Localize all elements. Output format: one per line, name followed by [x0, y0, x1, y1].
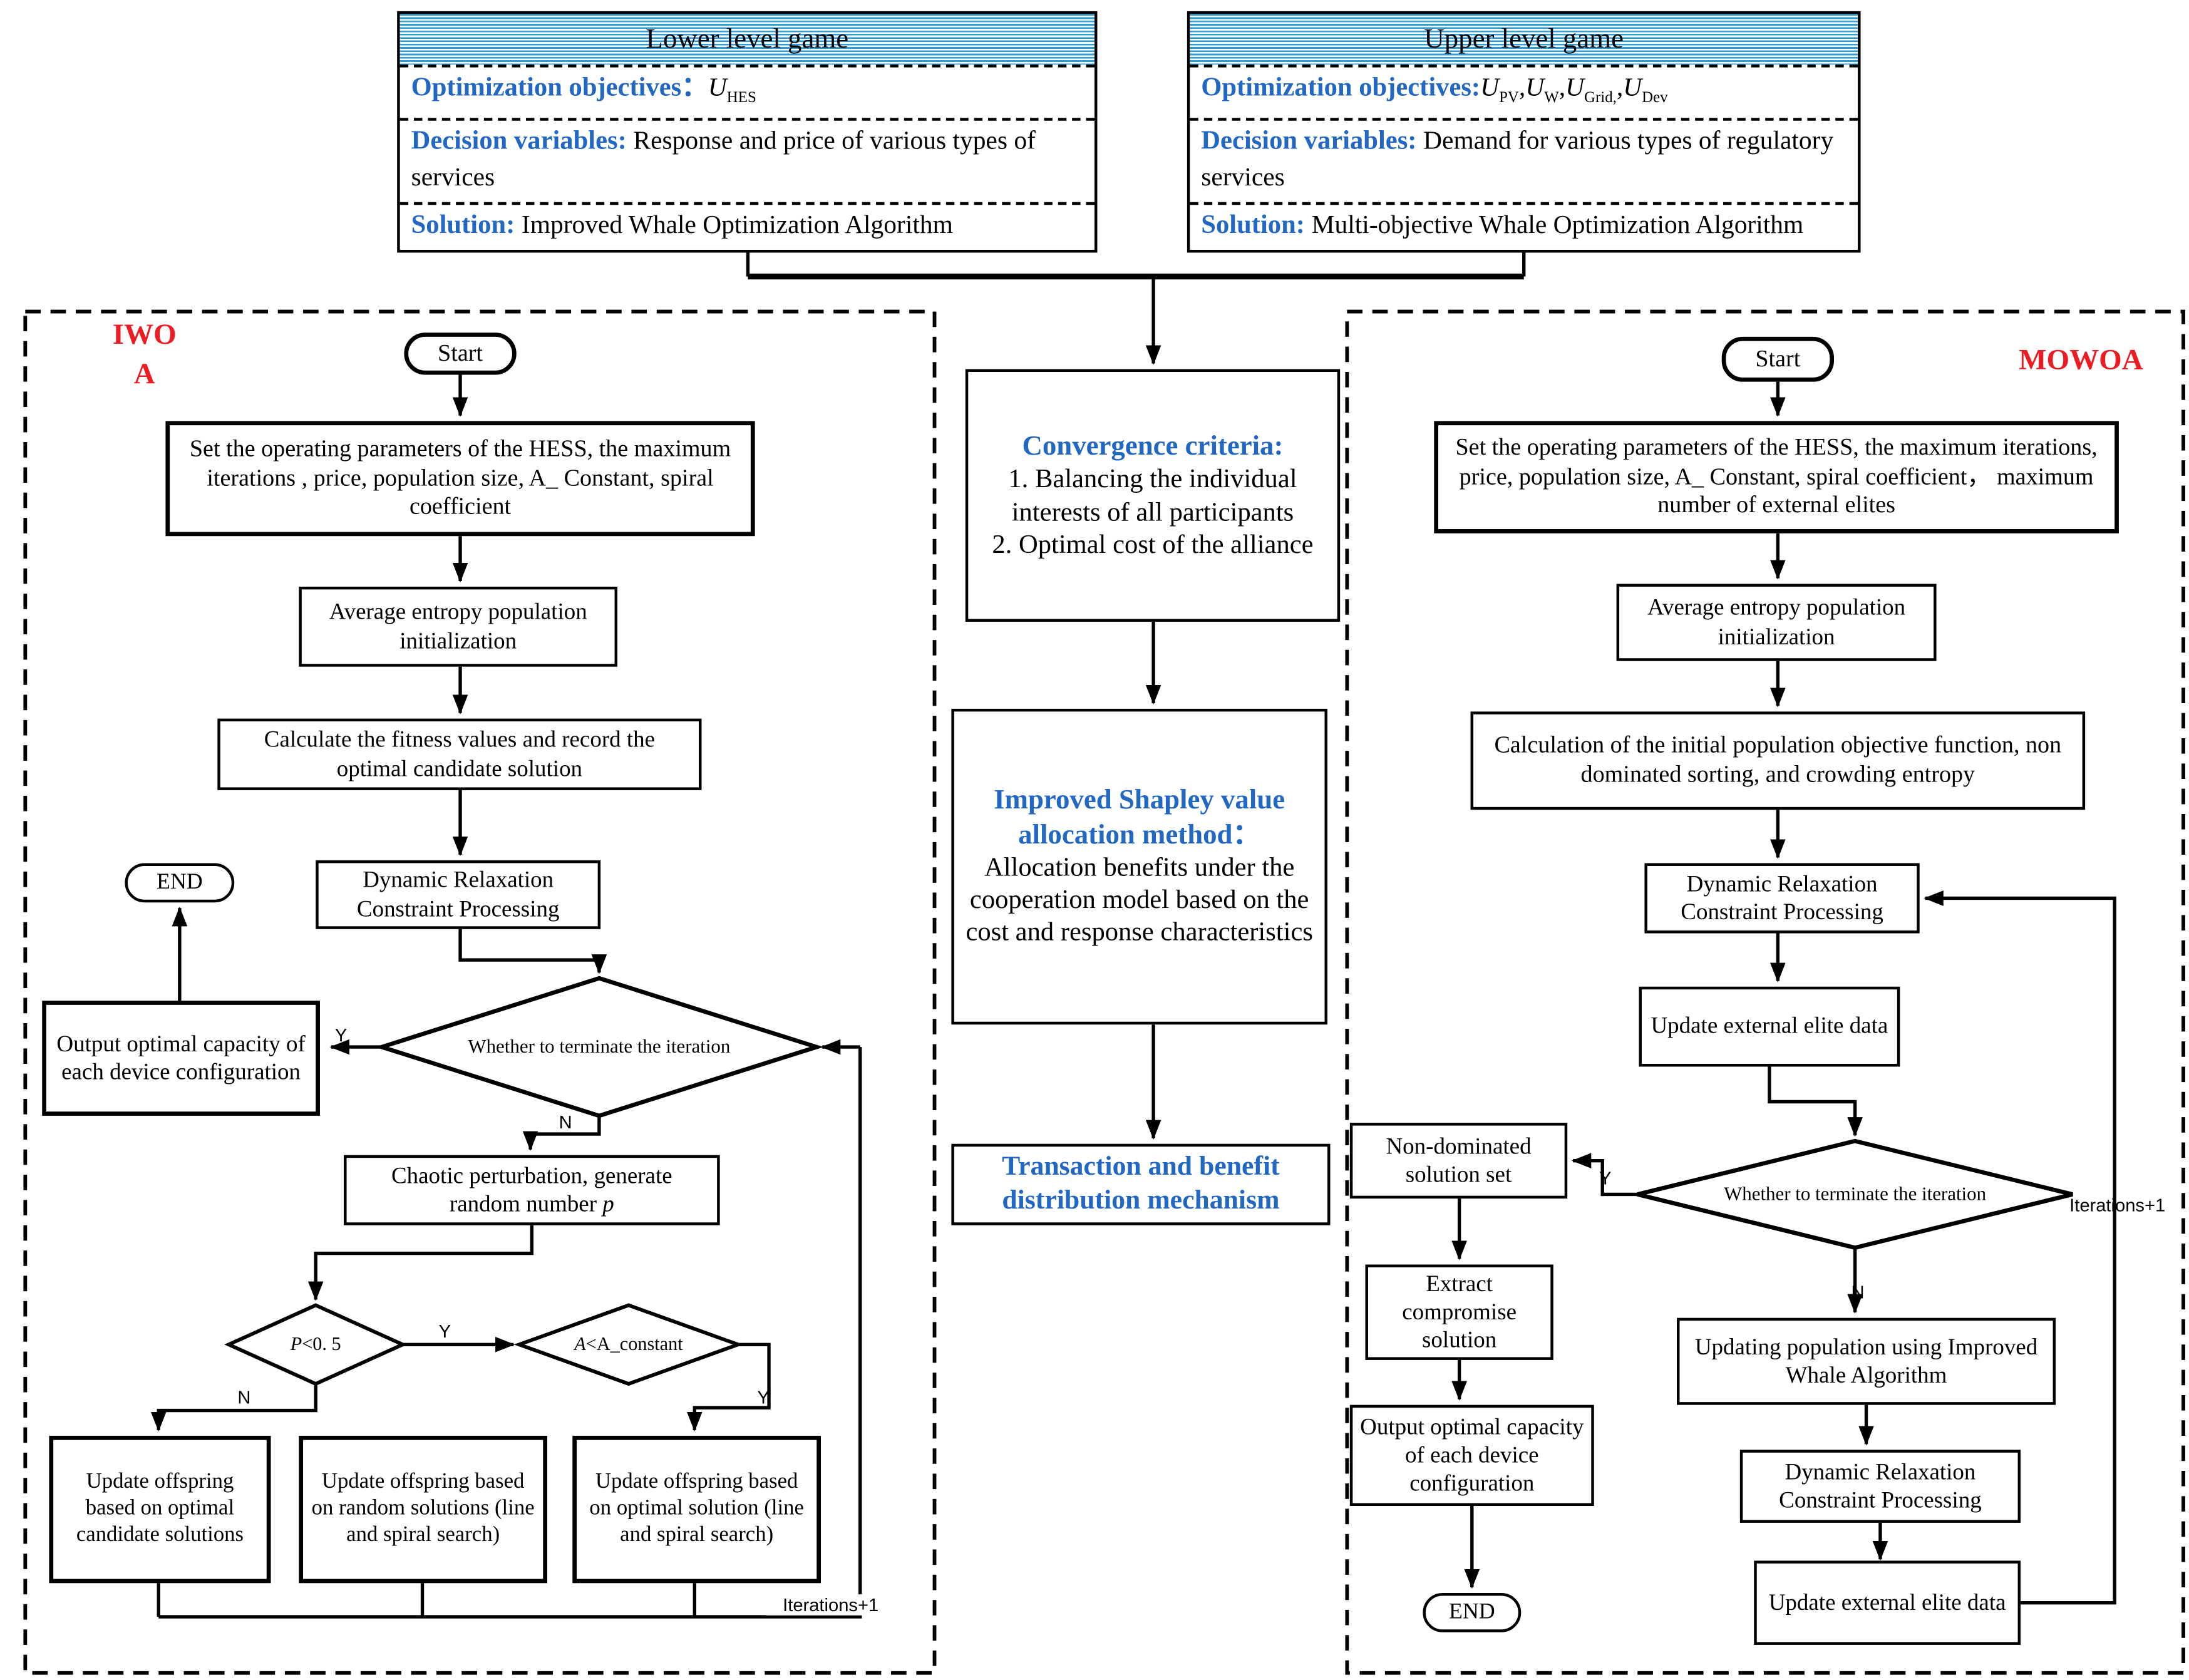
a-rest: <A_constant — [585, 1332, 683, 1354]
mowoa-update-elite-box-1: Update external elite data — [1639, 986, 1900, 1067]
iwoa-start-node: Start — [404, 332, 517, 375]
upper-solution-label: Solution: — [1201, 210, 1312, 240]
mowoa-updating-population-box: Updating population using Improved Whale… — [1676, 1317, 2056, 1405]
u-w-sub: W — [1544, 89, 1559, 106]
lower-solution-label: Solution: — [411, 210, 522, 240]
sep1: , — [1518, 74, 1526, 103]
lower-objectives-row: Optimization objectives：UHES — [399, 64, 1094, 118]
iwoa-yes-label-a: Y — [757, 1386, 770, 1408]
mowoa-terminate-label: Whether to terminate the iteration — [1724, 1183, 1987, 1205]
upper-decision-row: Decision variables: Demand for various t… — [1190, 118, 1858, 202]
chaotic-var-p: p — [602, 1190, 614, 1217]
iwoa-p-diamond-label: P<0. 5 — [235, 1325, 395, 1364]
iwoa-update-offspring-random-box: Update offspring based on random solutio… — [299, 1435, 547, 1584]
shapley-title: Improved Shapley value allocation method… — [994, 785, 1285, 850]
mowoa-non-dominated-set-box: Non-dominated solution set — [1349, 1123, 1568, 1199]
iwoa-p-diamond — [224, 1303, 408, 1386]
mowoa-extract-compromise-box: Extract compromise solution — [1365, 1264, 1553, 1360]
lower-game-header: Lower level game — [399, 14, 1094, 65]
iwoa-a-diamond — [513, 1303, 744, 1386]
upper-solution-text: Multi-objective Whale Optimization Algor… — [1311, 212, 1804, 240]
mowoa-terminate-diamond — [1637, 1138, 2073, 1250]
iwoa-label-line2: A — [133, 357, 155, 391]
iwoa-label-line1: IWO — [112, 317, 177, 351]
iwoa-update-offspring-optimal-box: Update offspring based on optimal soluti… — [572, 1435, 821, 1584]
iwoa-panel-border — [23, 309, 937, 1675]
iwoa-terminate-diamond — [374, 976, 824, 1118]
transaction-label: Transaction and benefit distribution mec… — [1002, 1152, 1280, 1216]
convergence-item-1: 1. Balancing the individual interests of… — [1008, 465, 1297, 527]
shapley-method-box: Improved Shapley value allocation method… — [951, 708, 1327, 1025]
mowoa-dynamic-relaxation-box-2: Dynamic Relaxation Constraint Processing — [1739, 1450, 2021, 1523]
iwoa-average-entropy-box: Average entropy population initializatio… — [299, 586, 618, 667]
u-dev-sub: Dev — [1642, 89, 1668, 106]
iwoa-terminate-label: Whether to terminate the iteration — [468, 1036, 731, 1058]
iwoa-no-label-terminate: N — [559, 1111, 572, 1132]
iwoa-end-node: END — [125, 863, 235, 903]
transaction-mechanism-box: Transaction and benefit distribution mec… — [951, 1143, 1331, 1225]
u-dev-base: U — [1623, 74, 1642, 103]
p-var: P — [290, 1332, 302, 1354]
u-grid-base: U — [1565, 74, 1585, 103]
mowoa-panel-border — [1345, 309, 2185, 1675]
panel-upper-level-game: Upper level game Optimization objectives… — [1187, 11, 1861, 253]
iwoa-iterations-label: Iterations+1 — [766, 1594, 895, 1616]
mowoa-set-parameters-box: Set the operating parameters of the HESS… — [1434, 421, 2119, 533]
sep2: , — [1558, 74, 1566, 103]
mowoa-dynamic-relaxation-box-1: Dynamic Relaxation Constraint Processing — [1644, 863, 1920, 934]
chaotic-text: Chaotic perturbation, generate random nu… — [391, 1162, 672, 1217]
lower-objectives-label: Optimization objectives： — [411, 73, 708, 103]
lower-solution-row: Solution: Improved Whale Optimization Al… — [399, 202, 1094, 255]
mowoa-panel-label: MOWOA — [2019, 342, 2143, 376]
sep3: , — [1616, 74, 1624, 103]
convergence-title: Convergence criteria: — [1022, 431, 1284, 462]
mowoa-average-entropy-box: Average entropy population initializatio… — [1616, 584, 1937, 661]
upper-decision-text: Demand for various types of regulatory s… — [1201, 127, 1834, 192]
iwoa-output-capacity-box: Output optimal capacity of each device c… — [42, 1001, 320, 1116]
lower-solution-text: Improved Whale Optimization Algorithm — [521, 212, 953, 240]
upper-objectives-row: Optimization objectives:UPV,UW,UGrid,,UD… — [1190, 64, 1858, 118]
lower-decision-text: Response and price of various types of s… — [411, 127, 1036, 192]
iwoa-yes-label-terminate: Y — [334, 1024, 348, 1045]
panel-lower-level-game: Lower level game Optimization objectives… — [397, 11, 1098, 255]
iwoa-chaotic-perturbation-box: Chaotic perturbation, generate random nu… — [344, 1155, 720, 1225]
u-hes-sub: HES — [726, 89, 756, 106]
convergence-criteria-box: Convergence criteria: 1. Balancing the i… — [965, 369, 1341, 622]
mowoa-end-node: END — [1423, 1592, 1522, 1632]
u-hes-base: U — [708, 74, 727, 103]
upper-decision-label: Decision variables: — [1201, 126, 1424, 156]
iwoa-a-diamond-label: A<A_constant — [526, 1325, 731, 1364]
u-grid-sub: Grid, — [1584, 89, 1617, 106]
mowoa-calc-initial-population-box: Calculation of the initial population ob… — [1470, 711, 2086, 810]
a-var: A — [574, 1332, 586, 1354]
upper-game-title: Upper level game — [1424, 23, 1624, 54]
lower-decision-row: Decision variables: Response and price o… — [399, 118, 1094, 202]
lower-decision-label: Decision variables: — [411, 126, 634, 156]
mowoa-start-node: Start — [1721, 336, 1834, 382]
iwoa-no-label-p: N — [237, 1386, 251, 1408]
shapley-body: Allocation benefits under the cooperatio… — [966, 853, 1313, 948]
upper-game-header: Upper level game — [1190, 14, 1858, 65]
iwoa-panel-label: IWO A — [98, 314, 191, 394]
mowoa-update-elite-box-2: Update external elite data — [1754, 1560, 2021, 1645]
upper-solution-row: Solution: Multi-objective Whale Optimiza… — [1190, 202, 1858, 255]
iwoa-set-parameters-box: Set the operating parameters of the HESS… — [165, 421, 755, 537]
convergence-item-2: 2. Optimal cost of the alliance — [992, 530, 1314, 560]
mowoa-yes-label: Y — [1599, 1167, 1612, 1188]
u-pv-sub: PV — [1499, 89, 1519, 106]
mowoa-no-label: N — [1851, 1281, 1865, 1302]
upper-objectives-label: Optimization objectives: — [1201, 73, 1481, 103]
u-w-base: U — [1525, 74, 1545, 103]
mowoa-iterations-label: Iterations+1 — [2069, 1194, 2166, 1216]
mowoa-output-capacity-box: Output optimal capacity of each device c… — [1349, 1404, 1594, 1507]
iwoa-update-offspring-optimal-candidate-box: Update offspring based on optimal candid… — [49, 1435, 271, 1584]
u-pv-base: U — [1480, 74, 1500, 103]
lower-game-title: Lower level game — [646, 23, 849, 54]
iwoa-yes-label-p: Y — [438, 1320, 451, 1341]
iwoa-calc-fitness-box: Calculate the fitness values and record … — [217, 718, 702, 790]
p-rest: <0. 5 — [302, 1332, 341, 1354]
iwoa-dynamic-relaxation-box: Dynamic Relaxation Constraint Processing — [316, 860, 601, 929]
